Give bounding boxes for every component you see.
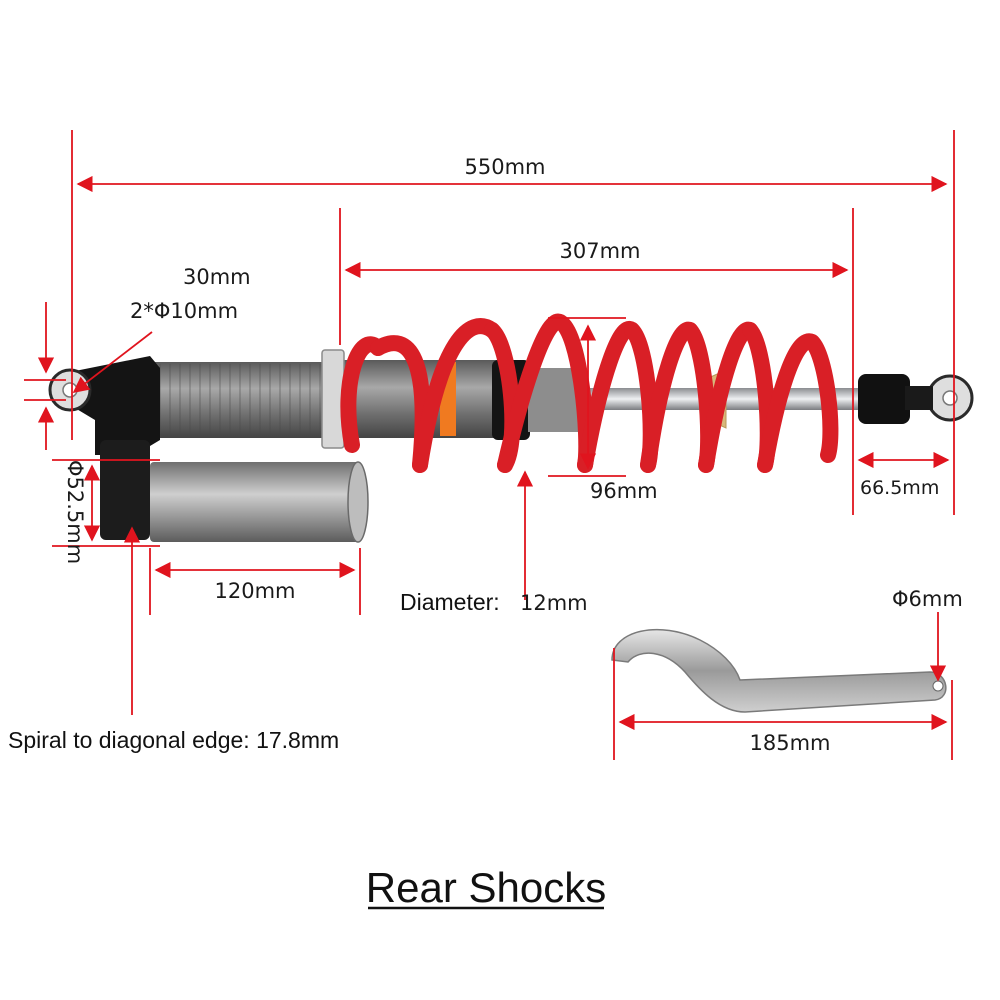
label-overall-length: 550mm — [465, 155, 546, 179]
lower-eye-hole — [942, 390, 958, 406]
label-wrench-length: 185mm — [750, 731, 831, 755]
wrench-body — [611, 628, 947, 713]
shock-absorber — [48, 313, 974, 543]
label-end-length: 66.5mm — [860, 477, 939, 499]
bracket-neck — [100, 440, 150, 540]
label-eye-holes: 2*Φ10mm — [130, 299, 238, 323]
label-spiral-note: Spiral to diagonal edge: 17.8mm — [8, 727, 339, 753]
label-wire-diameter: Diameter: — [400, 589, 500, 615]
label-eye-width: 30mm — [183, 265, 251, 289]
reservoir-cap — [347, 461, 369, 543]
wrench-hole — [932, 680, 944, 692]
lower-eye-neck — [905, 386, 933, 410]
reservoir — [150, 462, 360, 542]
upper-mount-bracket — [70, 356, 160, 455]
label-reservoir-diameter: Φ52.5mm — [63, 460, 87, 564]
label-spring-length: 307mm — [560, 239, 641, 263]
body-cylinder — [140, 362, 330, 438]
label-spring-outer: 96mm — [590, 479, 658, 503]
page-title: Rear Shocks — [366, 864, 606, 911]
upper-eye-hole — [62, 382, 78, 398]
label-wrench-hole: Φ6mm — [892, 587, 963, 611]
spanner-wrench — [611, 628, 947, 713]
dimension-lines — [24, 130, 955, 760]
value-wire-diameter: 12mm — [520, 591, 588, 615]
coil-spring — [340, 313, 839, 473]
label-reservoir-length: 120mm — [215, 579, 296, 603]
body-threads — [149, 364, 321, 436]
lower-end-cap — [858, 374, 910, 424]
